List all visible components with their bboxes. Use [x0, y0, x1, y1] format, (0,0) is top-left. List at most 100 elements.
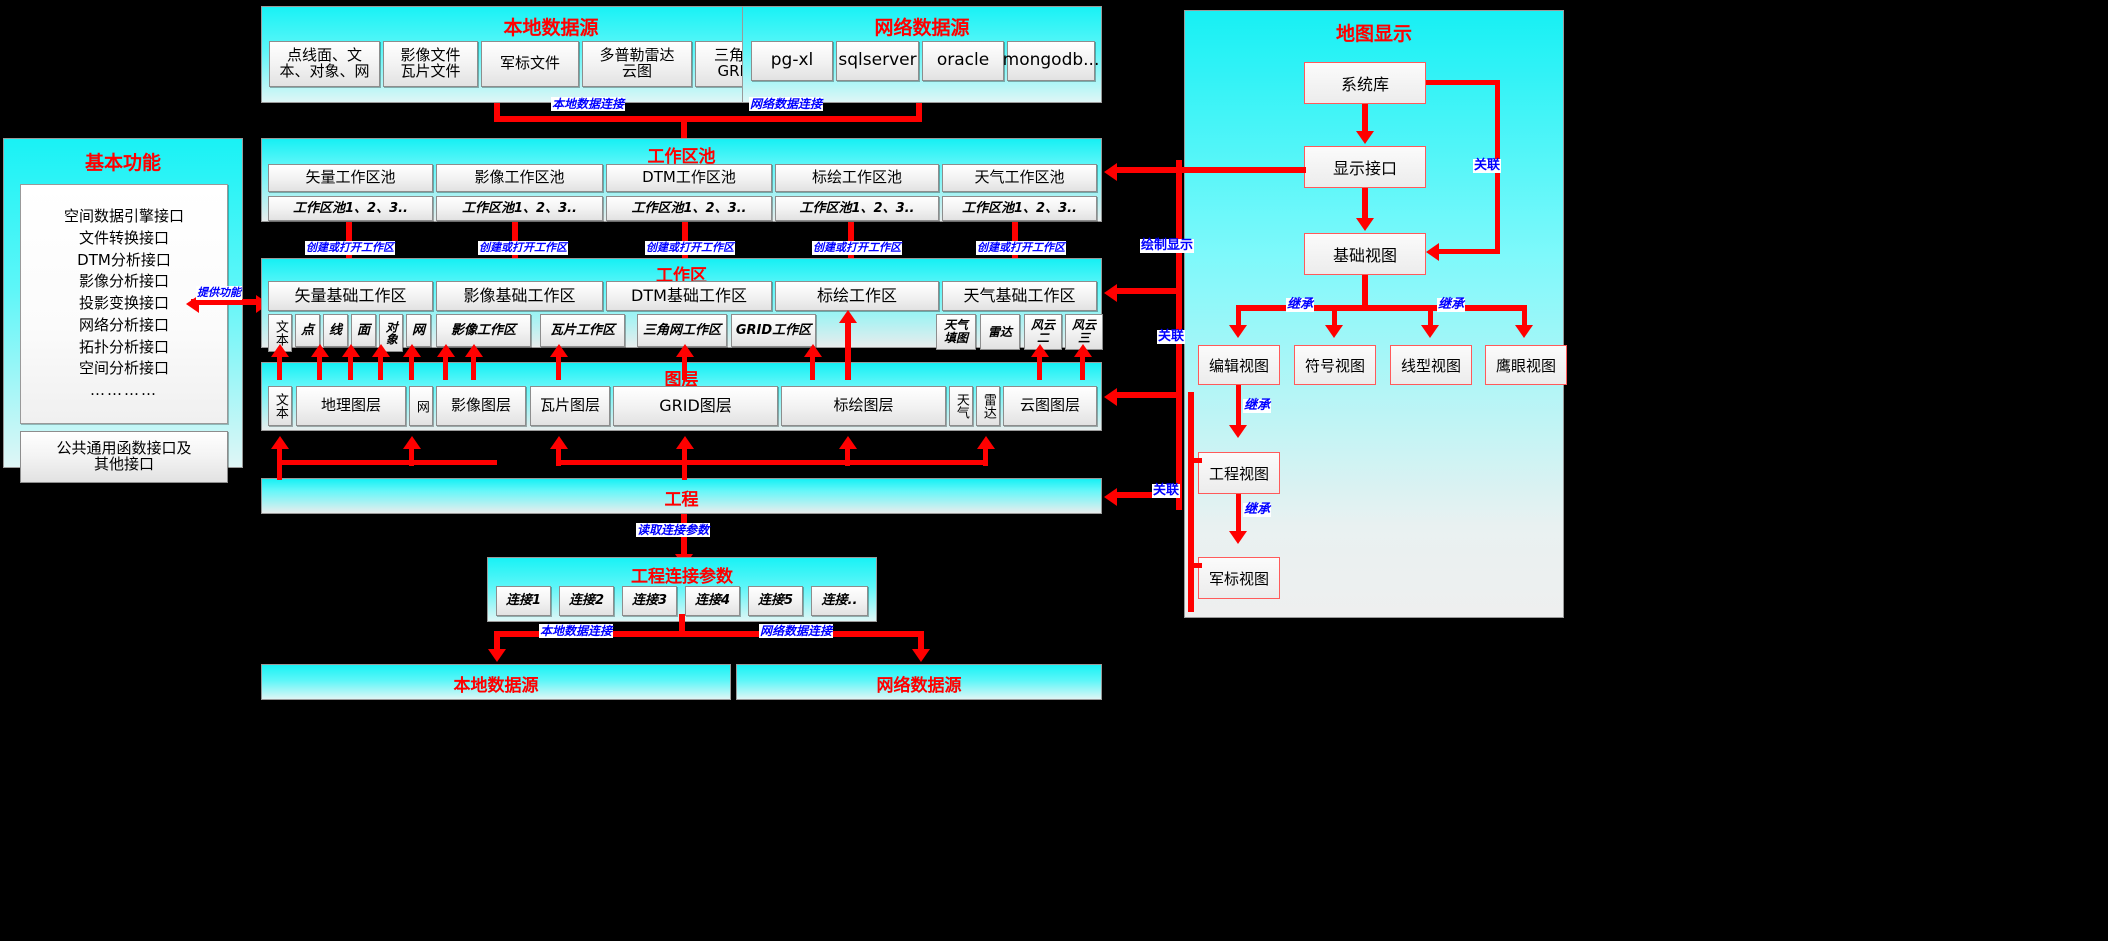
- pool-image[interactable]: 影像工作区池: [436, 164, 603, 192]
- base-view-box[interactable]: 基础视图: [1304, 233, 1426, 275]
- arrow-layer-ws-8: [550, 344, 568, 357]
- conn-item-6[interactable]: 连接..: [811, 586, 868, 616]
- source-item-doppler-radar[interactable]: 多普勒雷达 云图: [582, 41, 692, 87]
- connector-layer-ws-3: [348, 352, 353, 380]
- connector-params-left-down: [494, 631, 500, 654]
- connector-local-horiz: [494, 116, 684, 122]
- layer-weather[interactable]: 天气: [949, 386, 973, 426]
- interface-ellipsis: …………: [90, 381, 158, 400]
- line-style-view-box[interactable]: 线型视图: [1390, 345, 1472, 385]
- workspace-base-dtm[interactable]: DTM基础工作区: [606, 281, 772, 311]
- symbol-view-box[interactable]: 符号视图: [1294, 345, 1376, 385]
- source-item-image-file[interactable]: 影像文件 瓦片文件: [383, 41, 478, 87]
- arrow-layer-ws-2: [311, 344, 329, 357]
- pool-instances-plotting[interactable]: 工作区池1、2、3..: [775, 196, 939, 221]
- arrow-proj-layer-1: [271, 436, 289, 449]
- pool-weather[interactable]: 天气工作区池: [942, 164, 1097, 192]
- ws-item-radar[interactable]: 雷达: [980, 314, 1020, 350]
- ws-item-tile-workspace[interactable]: 瓦片工作区: [540, 314, 625, 347]
- edge-label-read-conn-params: 读取连接参数: [636, 523, 711, 537]
- arrow-layer-ws-3: [342, 344, 360, 357]
- layer-grid[interactable]: GRID图层: [613, 386, 778, 426]
- workspace-base-weather[interactable]: 天气基础工作区: [942, 281, 1097, 311]
- connector-proj-layer-h2: [556, 460, 986, 465]
- pool-instances-image[interactable]: 工作区池1、2、3..: [436, 196, 603, 221]
- layer-image[interactable]: 影像图层: [436, 386, 526, 426]
- layer-tile[interactable]: 瓦片图层: [530, 386, 610, 426]
- arrow-render-display-layers: [1104, 388, 1117, 406]
- arrow-plotting-layer-ws: [839, 310, 857, 323]
- layer-plotting[interactable]: 标绘图层: [781, 386, 946, 426]
- ws-item-image-workspace[interactable]: 影像工作区: [436, 314, 531, 347]
- edit-view-box[interactable]: 编辑视图: [1198, 345, 1280, 385]
- conn-item-2[interactable]: 连接2: [559, 586, 614, 616]
- layer-text[interactable]: 文本: [268, 386, 292, 426]
- connector-local-vert-1: [494, 103, 500, 121]
- interface-dtm-analysis: DTM分析接口: [77, 250, 171, 269]
- db-item-sqlserver[interactable]: sqlserver: [836, 41, 919, 81]
- common-function-interface-box[interactable]: 公共通用函数接口及 其他接口: [20, 431, 228, 483]
- ws-item-tin-workspace[interactable]: 三角网工作区: [637, 314, 727, 347]
- conn-item-1[interactable]: 连接1: [496, 586, 551, 616]
- pool-dtm[interactable]: DTM工作区池: [606, 164, 772, 192]
- pool-instances-dtm[interactable]: 工作区池1、2、3..: [606, 196, 772, 221]
- pool-instances-vector[interactable]: 工作区池1、2、3..: [268, 196, 433, 221]
- source-item-point-line-polygon[interactable]: 点线面、文 本、对象、网: [269, 41, 380, 87]
- military-mark-view-box[interactable]: 军标视图: [1198, 557, 1280, 599]
- conn-item-5[interactable]: 连接5: [748, 586, 803, 616]
- connector-proj-layer-6: [983, 448, 988, 466]
- layer-radar[interactable]: 雷达: [976, 386, 1000, 426]
- connector-params-right-down: [918, 631, 924, 654]
- connector-network-vert-1: [916, 103, 922, 121]
- ws-item-net[interactable]: 网: [406, 314, 431, 347]
- arrow-project-milmark: [1229, 531, 1247, 544]
- ws-item-polygon[interactable]: 面: [351, 314, 376, 347]
- system-library-box[interactable]: 系统库: [1304, 62, 1426, 104]
- ws-item-fengyun-2[interactable]: 风云 二: [1024, 314, 1062, 350]
- layer-cloud-image[interactable]: 云图图层: [1003, 386, 1097, 426]
- connector-assoc-h-top: [1426, 80, 1500, 85]
- source-item-military-mark-file[interactable]: 军标文件: [481, 41, 579, 87]
- ws-item-grid-workspace[interactable]: GRID工作区: [731, 314, 816, 347]
- db-item-pgxl[interactable]: pg-xl: [751, 41, 833, 81]
- arrow-bv-edit-view: [1229, 325, 1247, 338]
- pool-plotting[interactable]: 标绘工作区池: [775, 164, 939, 192]
- pool-vector[interactable]: 矢量工作区池: [268, 164, 433, 192]
- project-view-box[interactable]: 工程视图: [1198, 452, 1280, 494]
- connector-baseview-bus: [1236, 305, 1526, 311]
- interface-spatial-analysis: 空间分析接口: [78, 359, 169, 378]
- ws-item-weather-plot[interactable]: 天气 填图: [936, 314, 976, 350]
- layer-net[interactable]: 网: [409, 386, 433, 426]
- arrow-layer-ws-11: [1031, 344, 1049, 357]
- connector-proj-layer-2: [409, 448, 414, 466]
- workspace-base-plotting[interactable]: 标绘工作区: [775, 281, 939, 311]
- eagle-eye-view-box[interactable]: 鹰眼视图: [1485, 345, 1567, 385]
- connector-layer-ws-10: [810, 352, 815, 380]
- db-item-mongodb[interactable]: mongodb...: [1003, 41, 1099, 81]
- arrow-edit-project: [1229, 425, 1247, 438]
- conn-item-4[interactable]: 连接4: [685, 586, 740, 616]
- ws-item-point[interactable]: 点: [295, 314, 320, 347]
- connector-display-baseview: [1362, 188, 1368, 221]
- connector-proj-layer-h1: [277, 460, 497, 465]
- db-item-oracle[interactable]: oracle: [922, 41, 1004, 81]
- arrow-layer-ws-12: [1074, 344, 1092, 357]
- connector-layer-ws-6: [443, 352, 448, 380]
- conn-item-3[interactable]: 连接3: [622, 586, 677, 616]
- connector-render-display-to-layers: [1117, 392, 1181, 398]
- connector-layer-ws-12: [1080, 352, 1085, 380]
- ws-item-line[interactable]: 线: [323, 314, 348, 347]
- layer-geographic[interactable]: 地理图层: [296, 386, 406, 426]
- arrow-params-to-local-source: [488, 649, 506, 662]
- pool-instances-weather[interactable]: 工作区池1、2、3..: [942, 196, 1097, 221]
- display-interface-box[interactable]: 显示接口: [1304, 146, 1426, 188]
- network-data-source-panel-top: 网络数据源 pg-xl sqlserver oracle mongodb...: [742, 6, 1102, 103]
- workspace-base-vector[interactable]: 矢量基础工作区: [268, 281, 433, 311]
- connector-render-display-to-ws: [1117, 288, 1181, 294]
- connector-displayiface-feed: [1176, 167, 1306, 173]
- workspace-base-image[interactable]: 影像基础工作区: [436, 281, 603, 311]
- connector-syslib-display: [1362, 104, 1368, 134]
- layers-panel: 图层 文本 地理图层 网 影像图层 瓦片图层 GRID图层 标绘图层 天气 雷达…: [261, 362, 1102, 431]
- connector-layer-ws-1: [277, 352, 282, 380]
- edge-label-associate-project: 关联: [1152, 483, 1181, 498]
